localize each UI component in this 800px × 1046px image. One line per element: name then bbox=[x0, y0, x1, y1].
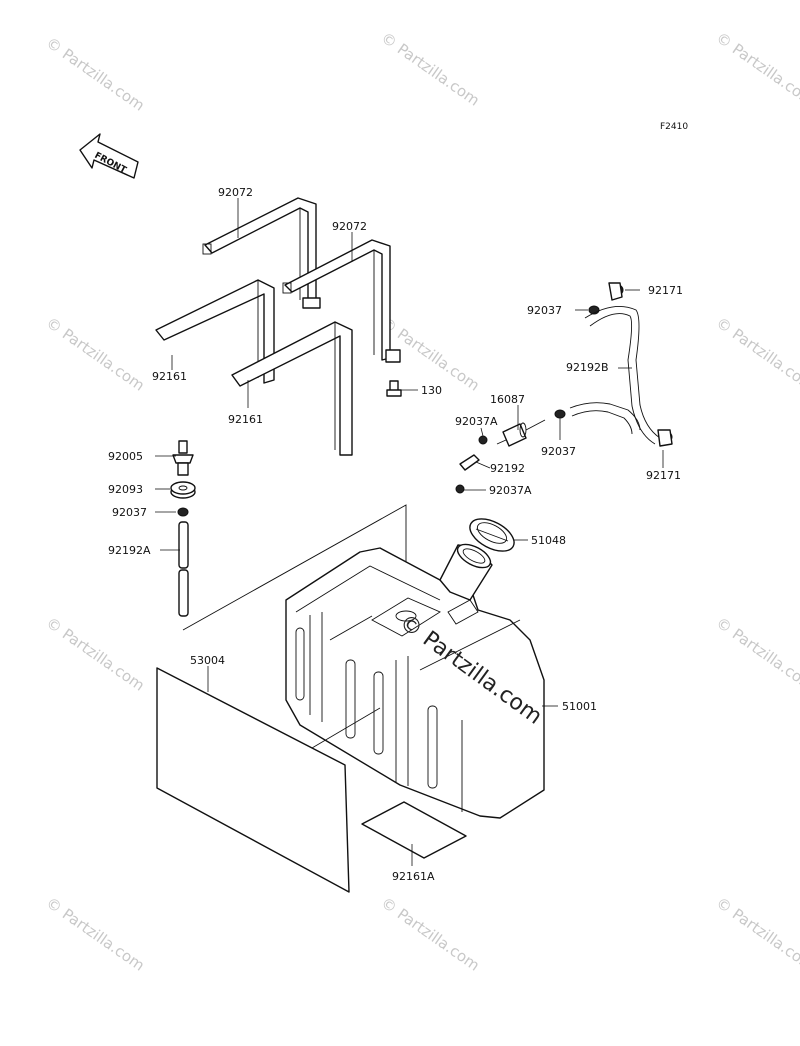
part-label: 92005 bbox=[108, 450, 143, 463]
pad-92161A bbox=[361, 801, 467, 859]
watermark-text: © Partzilla.com bbox=[378, 894, 483, 975]
clamp-92037-left bbox=[177, 507, 189, 517]
part-label: 92072 bbox=[218, 186, 253, 199]
part-label: 92072 bbox=[332, 220, 367, 233]
part-label: 16087 bbox=[490, 393, 525, 406]
front-arrow-icon: FRONT bbox=[79, 133, 139, 179]
watermark-text: © Partzilla.com bbox=[43, 314, 148, 395]
part-label: 92192A bbox=[108, 544, 151, 557]
part-label: 51001 bbox=[562, 700, 597, 713]
part-label: 92161 bbox=[152, 370, 187, 383]
hose-92037-mid bbox=[554, 402, 641, 435]
part-label: 92161A bbox=[392, 870, 435, 883]
clamp-92037A-lower bbox=[455, 484, 465, 494]
clamp-92037A-upper bbox=[478, 435, 488, 445]
part-label: 92037 bbox=[527, 304, 562, 317]
part-label: 92037 bbox=[112, 506, 147, 519]
part-labels: 92072 92072 92161 92161 130 92171 92037 … bbox=[108, 186, 683, 883]
clamp-92171-lower bbox=[657, 429, 673, 447]
leader-lines bbox=[155, 198, 664, 866]
part-label: 53004 bbox=[190, 654, 225, 667]
fitting-92005 bbox=[172, 440, 194, 476]
part-label: 92192B bbox=[566, 361, 609, 374]
part-label: 92037A bbox=[489, 484, 532, 497]
fuel-tank-51001 bbox=[285, 543, 545, 819]
part-label: 92171 bbox=[646, 469, 681, 482]
bolt-130 bbox=[386, 380, 402, 397]
cap-51048 bbox=[469, 518, 515, 552]
watermark-text: © Partzilla.com bbox=[713, 614, 800, 695]
watermark-text: © Partzilla.com bbox=[378, 29, 483, 110]
hose-92192B bbox=[584, 305, 661, 445]
sheet-53004 bbox=[156, 667, 350, 893]
filter-16087 bbox=[496, 419, 546, 447]
watermark-text: © Partzilla.com bbox=[713, 314, 800, 395]
part-label: 92037A bbox=[455, 415, 498, 428]
part-label: 92171 bbox=[648, 284, 683, 297]
pad-92161-lower bbox=[231, 321, 353, 456]
part-label: 92093 bbox=[108, 483, 143, 496]
part-label: 92192 bbox=[490, 462, 525, 475]
hose-92192 bbox=[459, 454, 480, 471]
hose-92192A bbox=[178, 521, 189, 617]
watermark-text: © Partzilla.com bbox=[713, 29, 800, 110]
figure-reference: F2410 bbox=[660, 122, 688, 132]
part-label: 51048 bbox=[531, 534, 566, 547]
watermark-text: © Partzilla.com bbox=[43, 34, 148, 115]
watermark-text: © Partzilla.com bbox=[713, 894, 800, 975]
part-label: 92037 bbox=[541, 445, 576, 458]
part-label: 130 bbox=[421, 384, 442, 397]
part-label: 92161 bbox=[228, 413, 263, 426]
bracket-92072-upper bbox=[202, 197, 321, 309]
bracket-92072-lower bbox=[282, 239, 401, 363]
grommet-92093 bbox=[170, 481, 196, 499]
watermark-text: © Partzilla.com bbox=[43, 614, 148, 695]
watermark-text: © Partzilla.com bbox=[43, 894, 148, 975]
clamp-92171-upper bbox=[608, 282, 624, 301]
